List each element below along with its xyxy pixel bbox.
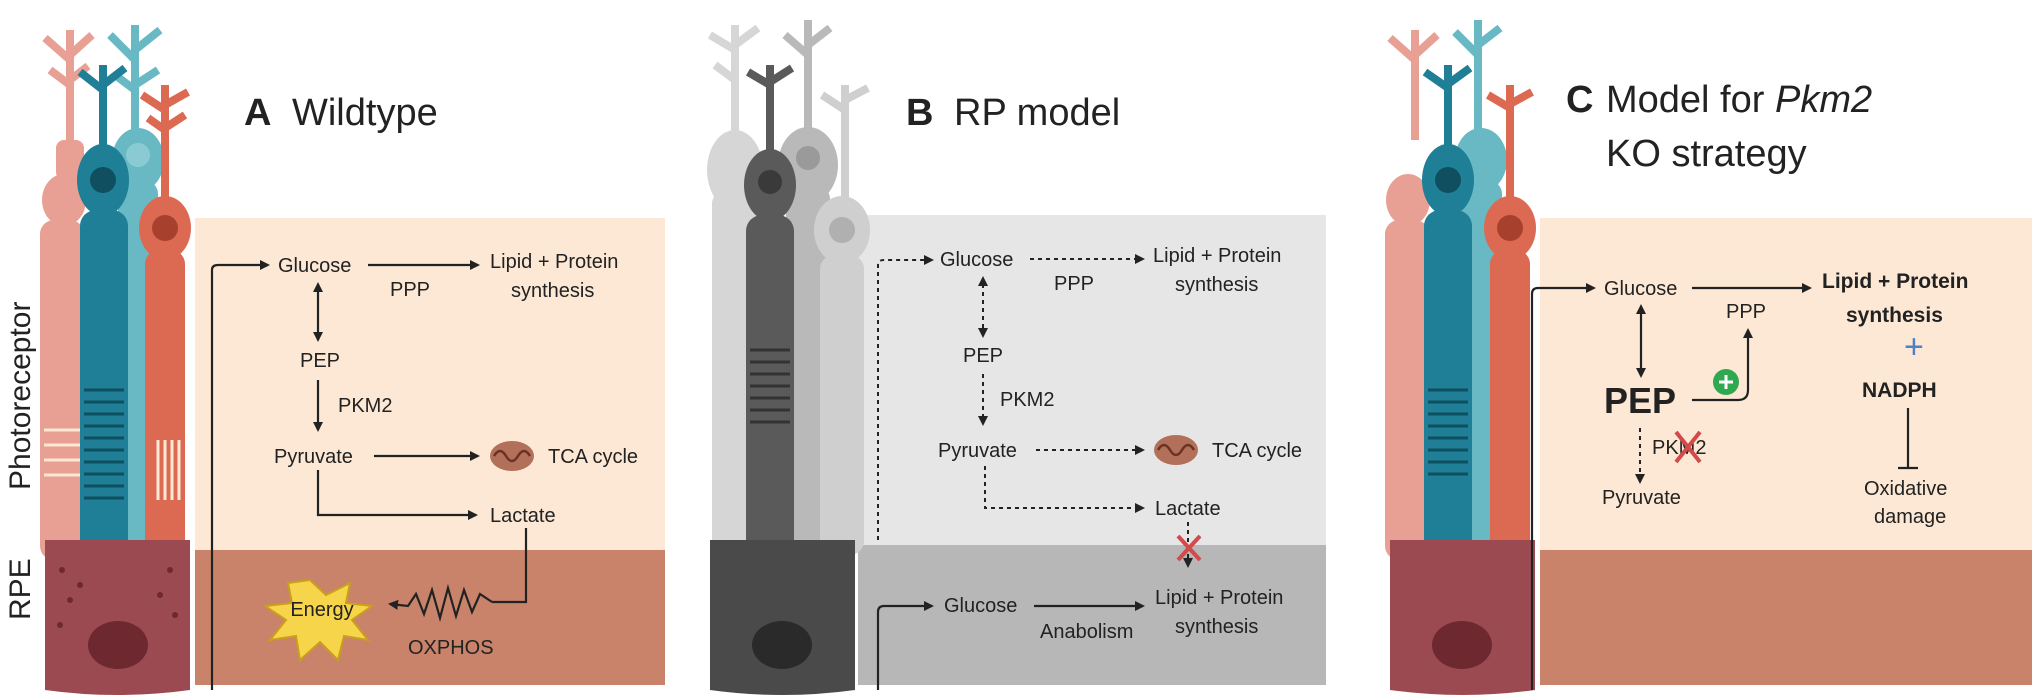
panel-a-letter: A — [244, 92, 271, 134]
lipid-protein-label: Lipid + Protein — [490, 251, 618, 273]
blocked-x-icon — [1176, 534, 1202, 562]
lipid-protein-label: Lipid + Protein — [1822, 270, 1968, 293]
pkm2-label: PKM2 — [1000, 389, 1054, 411]
rpe-glucose-label: Glucose — [944, 595, 1017, 617]
cone-pink — [1385, 30, 1440, 560]
panel-c-title-line2: KO strategy — [1606, 133, 1807, 175]
pep-label: PEP — [963, 345, 1003, 367]
synthesis-label: synthesis — [511, 280, 594, 302]
mitochondrion-icon — [490, 441, 534, 471]
panel-a-photoreceptor-region — [195, 218, 665, 550]
lipid-protein-label: Lipid + Protein — [1153, 245, 1281, 267]
panel-a: A Wildtype Glucose PPP Lipid + Protein s… — [40, 25, 665, 695]
rpe-cell-gray — [710, 540, 855, 695]
panel-b-rpe-region — [858, 545, 1326, 685]
knockout-x-icon — [1674, 430, 1702, 464]
energy-label: Energy — [290, 599, 353, 621]
ppp-label: PPP — [1054, 273, 1094, 295]
glucose-label: Glucose — [940, 249, 1013, 271]
panel-a-photoreceptor-cells — [40, 25, 191, 580]
ppp-label: PPP — [1726, 301, 1766, 323]
pyruvate-label: Pyruvate — [1602, 487, 1681, 509]
cone-red — [139, 85, 191, 580]
lactate-label: Lactate — [1155, 498, 1221, 520]
rpe-cell — [1390, 540, 1535, 695]
ppp-label: PPP — [390, 279, 430, 301]
activation-plus-icon — [1713, 369, 1739, 395]
photoreceptor-side-label: Photoreceptor — [4, 302, 37, 490]
pep-label: PEP — [300, 350, 340, 372]
panel-a-arrows — [210, 260, 528, 690]
rpe-cell — [45, 540, 190, 695]
rod-teal — [77, 64, 129, 580]
synthesis-label: synthesis — [1175, 274, 1258, 296]
panel-b: B RP model Glucose PPP Lipid + Protein s… — [707, 20, 1326, 695]
tca-cycle-label: TCA cycle — [548, 446, 638, 468]
panel-c: C Model for Pkm2 KO strategy Glucose PPP… — [1385, 20, 2032, 695]
nadph-label: NADPH — [1862, 379, 1937, 402]
rpe-synthesis-label: synthesis — [1175, 616, 1258, 638]
oxidative-label: Oxidative — [1864, 478, 1947, 500]
panel-c-arrows — [1530, 283, 1918, 690]
panel-b-letter: B — [906, 92, 933, 134]
synthesis-label: synthesis — [1846, 304, 1943, 327]
panel-c-photoreceptor-region — [1540, 218, 2032, 550]
energy-burst-icon: Energy — [262, 578, 375, 662]
panel-c-title-gene: Pkm2 — [1775, 79, 1872, 121]
panel-c-title-line1: Model for Pkm2 — [1606, 79, 1872, 121]
damage-label: damage — [1874, 506, 1946, 528]
glucose-label: Glucose — [1604, 278, 1677, 300]
panel-a-rpe-region — [195, 550, 665, 685]
panel-c-photoreceptor-cells — [1385, 20, 1536, 580]
pkm2-label: PKM2 — [338, 395, 392, 417]
rod-gray-dark — [744, 64, 796, 565]
cone-red — [1484, 85, 1536, 580]
oxphos-label: OXPHOS — [408, 637, 494, 659]
panel-c-letter: C — [1566, 79, 1593, 121]
panel-b-photoreceptor-cells — [707, 20, 870, 565]
rpe-lipid-protein-label: Lipid + Protein — [1155, 587, 1283, 609]
panel-c-rpe-region — [1540, 550, 2032, 685]
tca-cycle-label: TCA cycle — [1212, 440, 1302, 462]
lactate-label: Lactate — [490, 505, 556, 527]
pyruvate-label: Pyruvate — [938, 440, 1017, 462]
mitochondrion-icon — [1154, 435, 1198, 465]
cone-pink — [40, 30, 95, 560]
plus-sign: + — [1904, 328, 1924, 366]
panel-b-dotted-arrows — [877, 254, 1193, 568]
pyruvate-label: Pyruvate — [274, 446, 353, 468]
panel-a-title: Wildtype — [292, 92, 438, 134]
anabolism-label: Anabolism — [1040, 621, 1133, 643]
panel-c-title-prefix: Model for — [1606, 79, 1775, 121]
panel-b-solid-arrows — [876, 601, 1145, 690]
panel-b-title: RP model — [954, 92, 1120, 134]
rod-teal — [1422, 64, 1474, 580]
pep-label: PEP — [1604, 380, 1676, 421]
panel-b-photoreceptor-region — [858, 215, 1326, 545]
cone-gray-right — [814, 84, 870, 555]
glucose-label: Glucose — [278, 255, 351, 277]
rpe-side-label: RPE — [4, 558, 37, 620]
